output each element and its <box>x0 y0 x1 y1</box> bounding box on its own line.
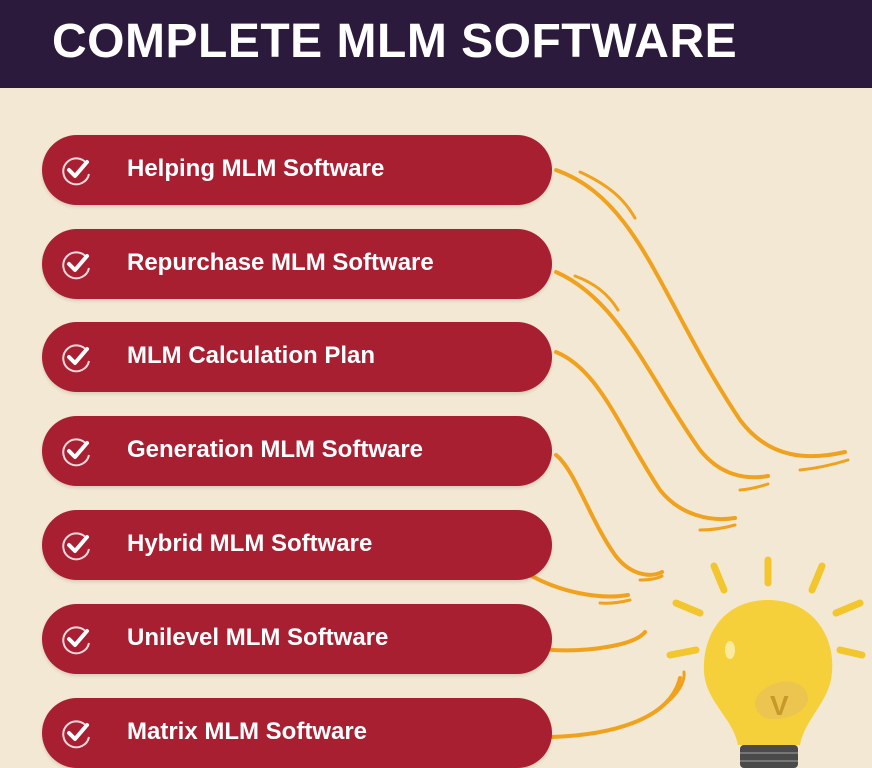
page-title: COMPLETE MLM SOFTWARE <box>52 15 738 68</box>
list-item: Unilevel MLM Software <box>42 604 552 674</box>
list-item: Generation MLM Software <box>42 416 552 486</box>
item-label: Helping MLM Software <box>127 155 385 182</box>
lightbulb-icon: V <box>666 556 866 768</box>
list-item: MLM Calculation Plan <box>42 322 552 392</box>
connector-line <box>554 168 847 459</box>
check-circle-icon <box>62 626 90 655</box>
item-label: Generation MLM Software <box>127 436 424 463</box>
check-circle-icon <box>62 720 90 749</box>
logo-letter: V <box>770 690 789 721</box>
connector-line <box>598 598 632 605</box>
list-item: Hybrid MLM Software <box>42 510 552 580</box>
connector-line <box>550 676 682 739</box>
item-label: Hybrid MLM Software <box>127 530 373 557</box>
connector-line <box>550 630 647 653</box>
check-circle-icon <box>62 532 90 561</box>
connector-line <box>528 573 630 599</box>
check-circle-icon <box>62 438 90 467</box>
connector-line <box>573 274 620 312</box>
connector-line <box>554 350 737 522</box>
connector-line <box>638 574 664 582</box>
connector-line <box>698 523 737 532</box>
item-label: Unilevel MLM Software <box>127 624 389 651</box>
connector-line <box>554 453 664 577</box>
item-label: Matrix MLM Software <box>127 718 368 745</box>
connector-line <box>798 458 850 472</box>
list-item: Helping MLM Software <box>42 135 552 205</box>
connector-line <box>738 482 770 492</box>
check-circle-icon <box>62 344 90 373</box>
item-label: Repurchase MLM Software <box>127 249 434 276</box>
list-item: Repurchase MLM Software <box>42 229 552 299</box>
connector-line <box>578 170 637 220</box>
header-banner: COMPLETE MLM SOFTWARE <box>0 0 872 88</box>
item-label: MLM Calculation Plan <box>127 342 376 369</box>
list-item: Matrix MLM Software <box>42 698 552 768</box>
connector-line <box>668 670 686 702</box>
check-circle-icon <box>62 251 90 280</box>
connector-line <box>554 270 770 480</box>
check-circle-icon <box>62 157 90 186</box>
